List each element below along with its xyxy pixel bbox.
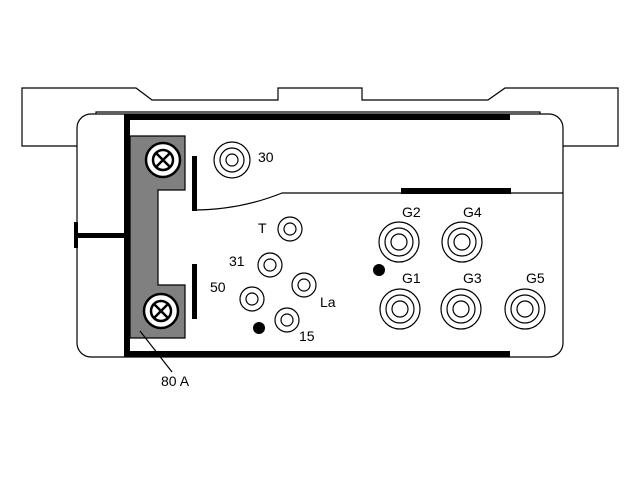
terminal-La (291, 272, 317, 298)
label-G2: G2 (402, 204, 421, 220)
terminal-G3 (440, 288, 482, 330)
screw-top (144, 141, 182, 179)
housing-left-wall (124, 114, 130, 357)
marker-dot-left (253, 322, 265, 334)
fuse-leader-line (139, 330, 173, 373)
label-15: 15 (299, 328, 315, 344)
terminal-31 (257, 252, 283, 278)
label-G3: G3 (463, 270, 482, 286)
terminal-15 (274, 307, 300, 333)
label-T: T (258, 220, 267, 236)
label-G4: G4 (463, 204, 482, 220)
label-30: 30 (258, 149, 274, 165)
label-50: 50 (210, 279, 226, 295)
housing-top-edge (126, 114, 510, 120)
output-bus-bar (401, 188, 511, 194)
label-31: 31 (229, 253, 245, 269)
label-80A: 80 A (161, 373, 190, 389)
terminal-G2 (378, 221, 420, 263)
contact-bar-upper (192, 156, 197, 211)
label-La: La (320, 294, 336, 310)
housing-bottom-edge (126, 351, 510, 357)
terminal-G5 (504, 288, 546, 330)
screw-bottom (142, 292, 180, 330)
terminal-50 (239, 286, 265, 312)
label-G1: G1 (402, 270, 421, 286)
internal-divider (192, 192, 563, 211)
contact-bar-lower (192, 264, 197, 319)
marker-dot-right (373, 264, 385, 276)
terminal-30 (213, 141, 251, 179)
label-G5: G5 (526, 270, 545, 286)
terminal-G1 (379, 288, 421, 330)
terminal-T (277, 216, 303, 242)
fuse-bus-bar (129, 135, 186, 339)
terminal-G4 (441, 221, 483, 263)
side-mounting-tab (74, 222, 126, 248)
